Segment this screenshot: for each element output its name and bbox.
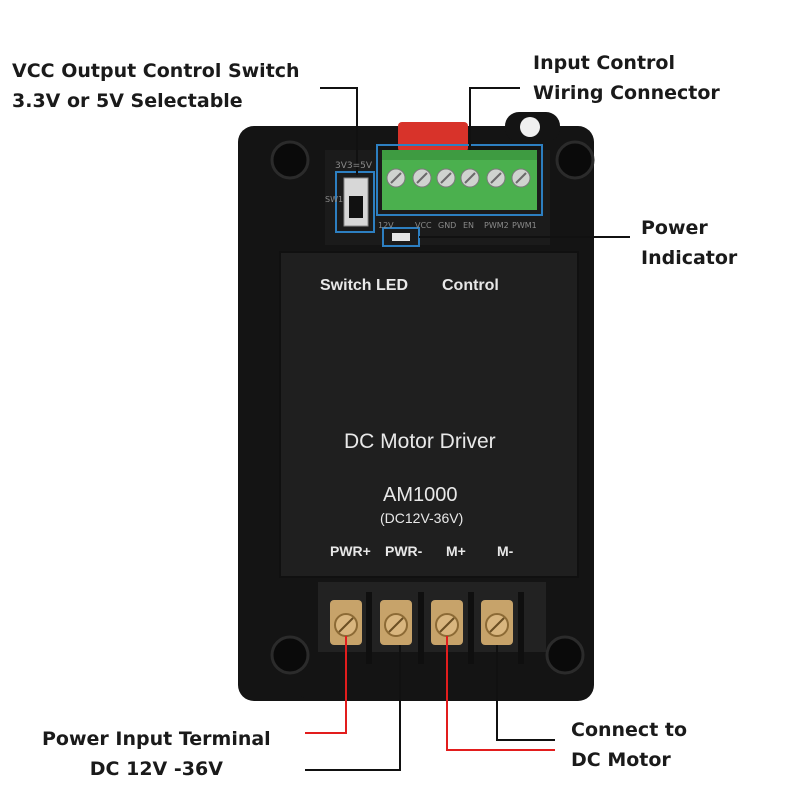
switch-id-label: SW1 <box>325 195 343 204</box>
model-number: AM1000 <box>383 484 458 506</box>
mounting-hole-icon <box>270 117 595 675</box>
mounting-tab-bottom <box>295 670 355 698</box>
terminal-label-pwr-minus: PWR- <box>385 543 423 559</box>
voltage-range: (DC12V-36V) <box>380 510 464 526</box>
panel-label-control: Control <box>442 277 499 294</box>
switch-highlight-box <box>335 171 375 233</box>
panel-label-switch-led: Switch LED <box>320 277 409 294</box>
terminal-label-m-plus: M+ <box>446 543 466 559</box>
callout-power-input-line2: DC 12V -36V <box>89 758 223 780</box>
callout-power-indicator: Power Indicator <box>641 213 737 273</box>
leader-lines-red <box>305 636 555 751</box>
callout-vcc-switch-subtitle: 3.3V or 5V Selectable <box>12 90 243 112</box>
pcb-pin-label: PWM2 <box>484 221 509 230</box>
red-component <box>398 122 468 152</box>
pcb-pin-label: EN <box>463 221 474 230</box>
connector-highlight-box <box>376 144 543 216</box>
callout-input-connector-line1: Input Control <box>533 52 675 74</box>
callout-power-input: Power Input Terminal DC 12V -36V <box>42 724 271 784</box>
power-led <box>392 233 410 241</box>
leader-lines-black <box>305 87 630 771</box>
pcb-silkscreen: 3V3=5V SW1 12V VCC GND EN PWM2 PWM1 <box>325 161 537 230</box>
pcb-pin-label: VCC <box>415 221 432 230</box>
pcb-pin-label: GND <box>438 221 456 230</box>
terminal-label-m-minus: M- <box>497 543 514 559</box>
callout-motor-connect: Connect to DC Motor <box>571 715 687 775</box>
callout-vcc-switch: VCC Output Control Switch 3.3V or 5V Sel… <box>12 56 300 116</box>
callout-motor-connect-line2: DC Motor <box>571 749 671 771</box>
screw-icon <box>330 600 513 645</box>
pcb-pin-label: 12V <box>378 221 394 230</box>
callout-input-connector: Input Control Wiring Connector <box>533 48 720 108</box>
callout-vcc-switch-title: VCC Output Control Switch <box>12 60 300 82</box>
pcb-pin-label: PWM1 <box>512 221 537 230</box>
switch-top-label: 3V3=5V <box>335 161 373 171</box>
callout-power-input-line1: Power Input Terminal <box>42 728 271 750</box>
product-name: DC Motor Driver <box>344 430 496 453</box>
wiring-connector <box>382 150 537 210</box>
terminal-label-pwr-plus: PWR+ <box>330 543 371 559</box>
slide-switch-knob <box>349 196 363 218</box>
front-panel <box>279 251 579 578</box>
callout-power-indicator-line1: Power <box>641 217 708 239</box>
callout-motor-connect-line1: Connect to <box>571 719 688 741</box>
callout-power-indicator-line2: Indicator <box>641 247 738 269</box>
callout-input-connector-line2: Wiring Connector <box>533 82 720 104</box>
